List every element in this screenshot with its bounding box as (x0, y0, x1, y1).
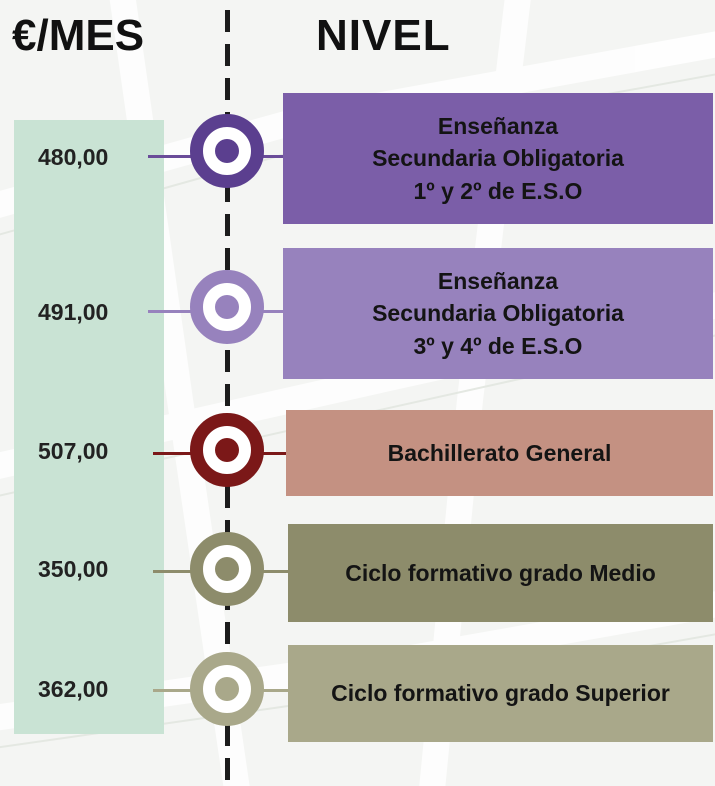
level-header: NIVEL (316, 11, 451, 60)
timeline-node-dot (215, 438, 239, 462)
timeline-node-dot (215, 557, 239, 581)
timeline-node-dot (215, 677, 239, 701)
level-box: Enseñanza Secundaria Obligatoria 1º y 2º… (283, 93, 713, 224)
level-box: Ciclo formativo grado Superior (288, 645, 713, 742)
level-box: Enseñanza Secundaria Obligatoria 3º y 4º… (283, 248, 713, 379)
timeline-node-dot (215, 295, 239, 319)
price-header: €/MES (12, 11, 145, 60)
price-value: 350,00 (38, 556, 109, 582)
timeline-axis (225, 10, 230, 786)
price-value: 491,00 (38, 299, 109, 325)
price-column (14, 120, 164, 734)
price-value: 480,00 (38, 144, 109, 170)
timeline-node-dot (215, 139, 239, 163)
level-box: Bachillerato General (286, 410, 713, 496)
level-box: Ciclo formativo grado Medio (288, 524, 713, 622)
price-value: 362,00 (38, 676, 109, 702)
price-value: 507,00 (38, 438, 109, 464)
